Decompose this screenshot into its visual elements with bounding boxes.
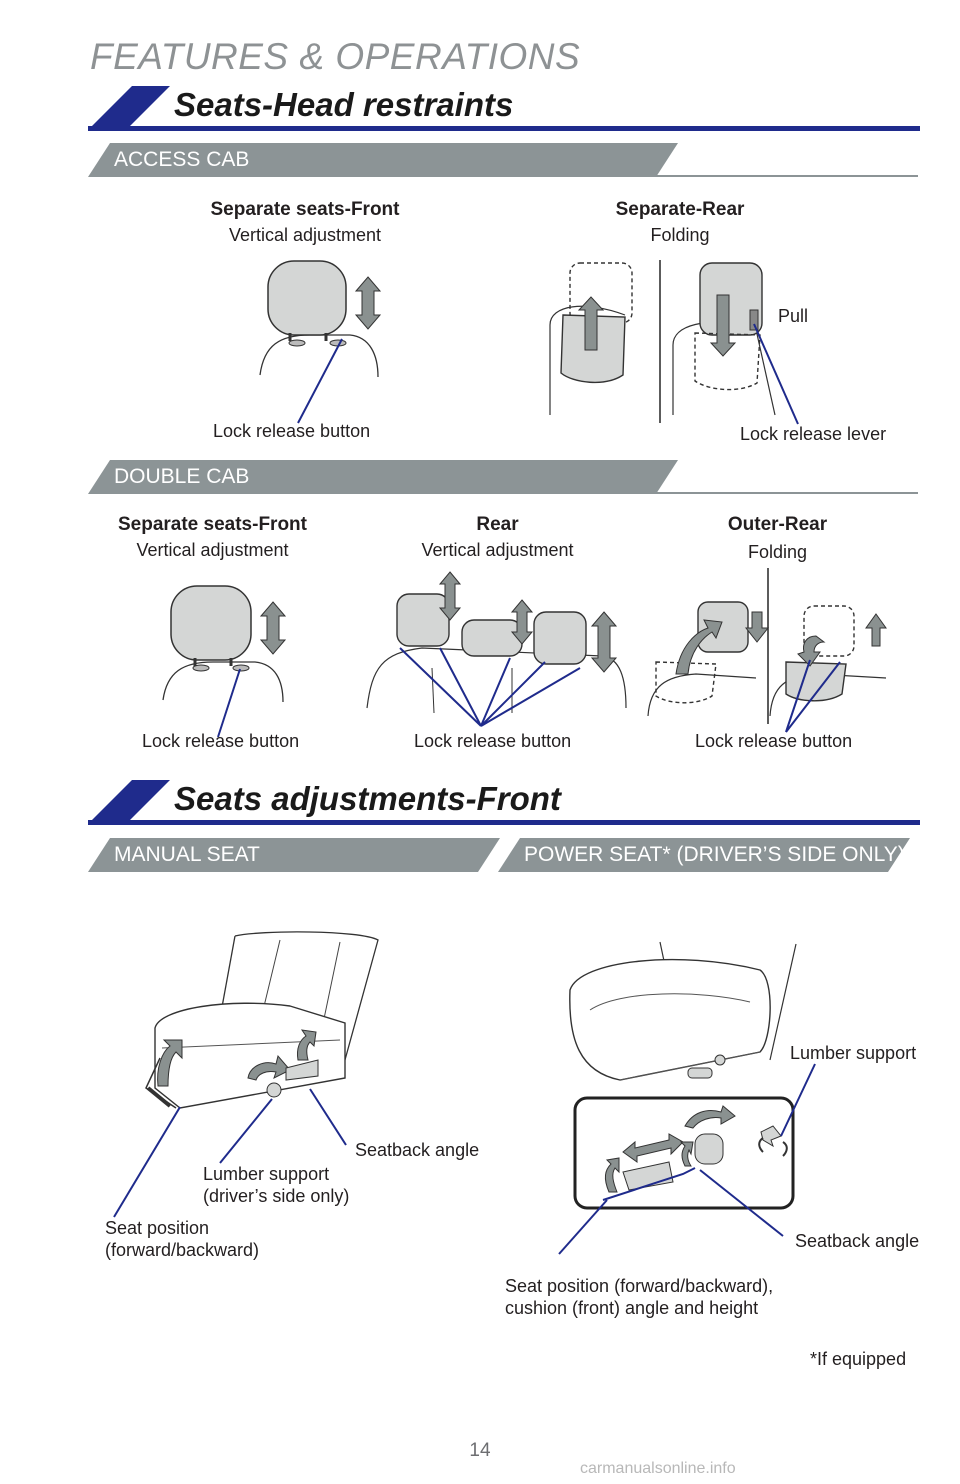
footnote: *If equipped <box>810 1349 907 1369</box>
subsection-label: POWER SEAT* (DRIVER’S SIDE ONLY) <box>524 843 905 866</box>
power-seatback-label: Seatback angle <box>795 1231 920 1251</box>
watermark: carmanualsonline.info <box>580 1460 736 1477</box>
section-header-graphic <box>88 86 920 131</box>
page-number: 14 <box>469 1440 491 1461</box>
callout-lines <box>399 647 581 727</box>
section-title: Seats-Head restraints <box>174 86 514 123</box>
access-front-title: Separate seats-Front <box>210 199 400 220</box>
double-front-subtitle: Vertical adjustment <box>136 540 289 560</box>
access-front-subtitle: Vertical adjustment <box>228 225 382 245</box>
outer-rear-title: Outer-Rear <box>727 514 828 535</box>
subsection-bar-manual-seat: MANUAL SEAT <box>88 838 508 872</box>
power-callout-lines <box>558 1063 816 1255</box>
outer-rear-subtitle: Folding <box>747 542 808 562</box>
power-seat-illustration <box>569 941 797 1081</box>
callout-line <box>297 338 343 424</box>
subsection-label: ACCESS CAB <box>114 148 250 171</box>
subsection-bar-double-cab: DOUBLE CAB <box>88 460 918 494</box>
power-position-sublabel: cushion (front) angle and height <box>505 1298 759 1318</box>
double-front-title: Separate seats-Front <box>117 514 307 535</box>
access-front-callout: Lock release button <box>213 421 371 441</box>
power-lumbar-label: Lumber support <box>790 1043 917 1063</box>
manual-lumbar-label: Lumber support <box>203 1164 330 1184</box>
access-rear-pull-label: Pull <box>778 306 809 326</box>
outer-rear-callout: Lock release button <box>695 731 853 751</box>
access-rear-subtitle: Folding <box>650 225 710 245</box>
manual-lumbar-sublabel: (driver’s side only) <box>203 1186 350 1206</box>
subsection-bar-power-seat: POWER SEAT* (DRIVER’S SIDE ONLY) <box>498 838 918 872</box>
section-header-head-restraints: Seats-Head restraints <box>88 86 920 131</box>
section-title: Seats adjustments-Front <box>174 780 561 817</box>
power-position-label: Seat position (forward/backward), <box>505 1276 774 1296</box>
callout-line <box>217 668 241 738</box>
rear-bench-headrests-illustration <box>366 571 627 714</box>
headrest-folding-illustration <box>549 260 776 423</box>
double-rear-subtitle: Vertical adjustment <box>421 540 574 560</box>
section-header-graphic <box>88 780 920 825</box>
callout-lines <box>785 659 841 733</box>
double-rear-callout: Lock release button <box>414 731 572 751</box>
access-rear-callout: Lock release lever <box>740 424 887 444</box>
manual-seatback-label: Seatback angle <box>355 1140 480 1160</box>
manual-position-sublabel: (forward/backward) <box>105 1240 260 1260</box>
access-rear-title: Separate-Rear <box>615 199 745 220</box>
callout-line <box>753 323 799 425</box>
outer-rear-folding-illustration <box>647 568 887 724</box>
manual-position-label: Seat position <box>105 1218 210 1238</box>
category-title: FEATURES & OPERATIONS <box>90 36 581 77</box>
double-front-callout: Lock release button <box>142 731 300 751</box>
subsection-bar-access-cab: ACCESS CAB <box>88 143 918 177</box>
headrest-vertical-illustration <box>162 585 287 703</box>
section-header-seat-adjustments: Seats adjustments-Front <box>88 780 920 825</box>
manual-callout-lines <box>113 1088 347 1218</box>
subsection-label: MANUAL SEAT <box>114 843 260 866</box>
subsection-label: DOUBLE CAB <box>114 465 250 488</box>
double-rear-title: Rear <box>476 514 519 535</box>
manual-seat-illustration <box>145 931 379 1109</box>
power-switch-detail <box>573 1096 795 1210</box>
headrest-vertical-illustration <box>259 260 382 378</box>
